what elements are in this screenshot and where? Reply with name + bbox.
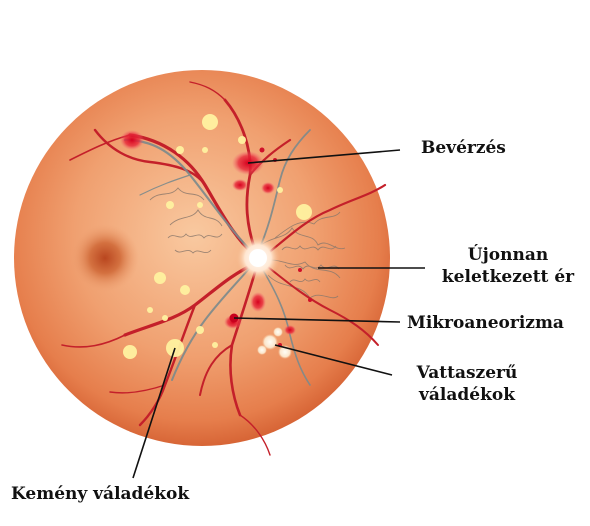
optic-cup [249, 249, 267, 267]
retina-disc [14, 70, 390, 446]
label-cotton-wool: Vattaszerű váladékok [402, 362, 532, 406]
label-microaneurysm: Mikroaneorizma [407, 313, 564, 333]
label-hard-exudates: Kemény váladékok [11, 484, 190, 504]
veins [123, 129, 311, 386]
pointer-hard-exudates [132, 347, 176, 479]
pointer-microaneurysm [233, 317, 401, 323]
pointer-hemorrhage [247, 149, 401, 164]
callout-lines [132, 149, 425, 479]
label-new-vessel-line2: keletkezett ér [441, 267, 575, 287]
macula [71, 224, 139, 292]
cotton-wool-spots [257, 327, 292, 359]
label-new-vessel-line1: Újonnan [467, 245, 549, 265]
label-cotton-wool-line1: Vattaszerű [416, 363, 518, 383]
label-cotton-wool-line2: váladékok [419, 385, 515, 405]
label-new-vessel: Újonnan keletkezett ér [433, 244, 583, 288]
pointer-cotton-wool [274, 344, 393, 376]
label-hemorrhage: Bevérzés [421, 138, 506, 158]
